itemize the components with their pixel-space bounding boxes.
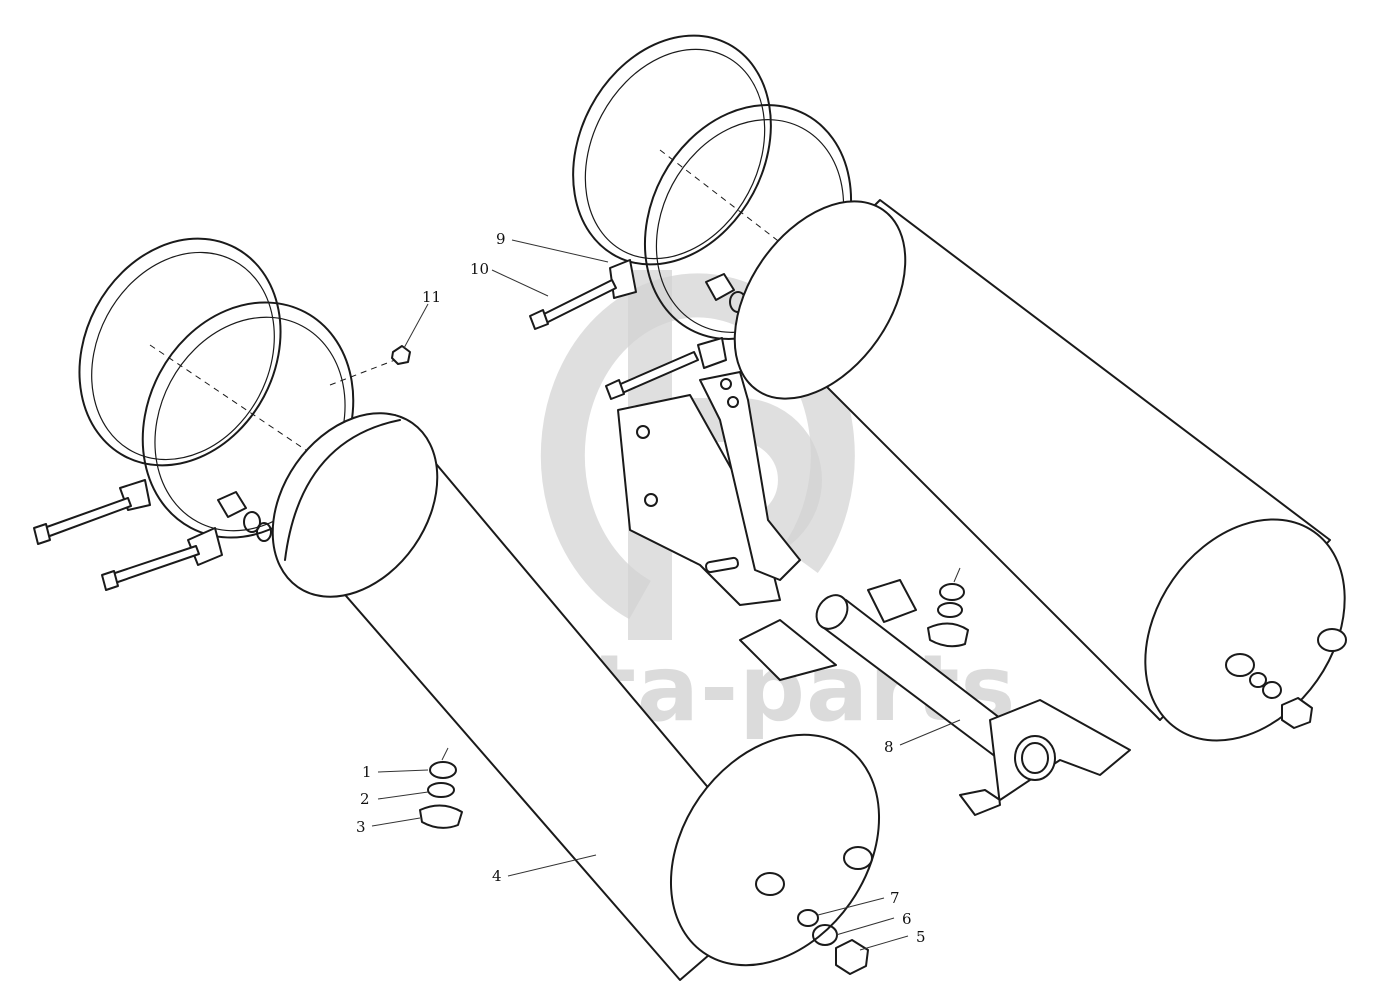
nut-axis-line (329, 359, 396, 386)
callout-1: 1 (362, 763, 372, 781)
right-bolt-upper (529, 279, 617, 330)
callout-9: 9 (496, 230, 506, 248)
callout-3: 3 (356, 818, 366, 836)
right-bolt-lower (605, 351, 699, 400)
callout-10: 10 (470, 260, 489, 278)
bracket-tube (739, 579, 1023, 761)
callout-leaders (371, 239, 961, 951)
left-bolt-lower (101, 545, 200, 591)
callout-8: 8 (884, 738, 894, 756)
left-fitting-nut (217, 491, 272, 542)
right-clamp-band-rear (572, 34, 772, 266)
callout-2: 2 (360, 790, 370, 808)
tube-end-clamp (959, 699, 1131, 816)
callout-11: 11 (422, 288, 441, 306)
left-air-tank (271, 412, 881, 981)
left-bolt-upper (33, 497, 132, 545)
callout-5: 5 (916, 928, 926, 946)
mounting-bracket (617, 371, 801, 606)
callout-4: 4 (492, 867, 502, 885)
callout-7: 7 (890, 889, 900, 907)
right-air-tank (733, 199, 1347, 742)
left-tank-plug-parts (797, 909, 869, 975)
right-axis-line (659, 149, 791, 251)
right-tank-drain-parts (927, 583, 969, 648)
callout-6: 6 (902, 910, 912, 928)
left-tank-drain-parts (419, 761, 463, 829)
nut-11 (391, 345, 411, 365)
left-clamp-band-rear (78, 237, 282, 467)
